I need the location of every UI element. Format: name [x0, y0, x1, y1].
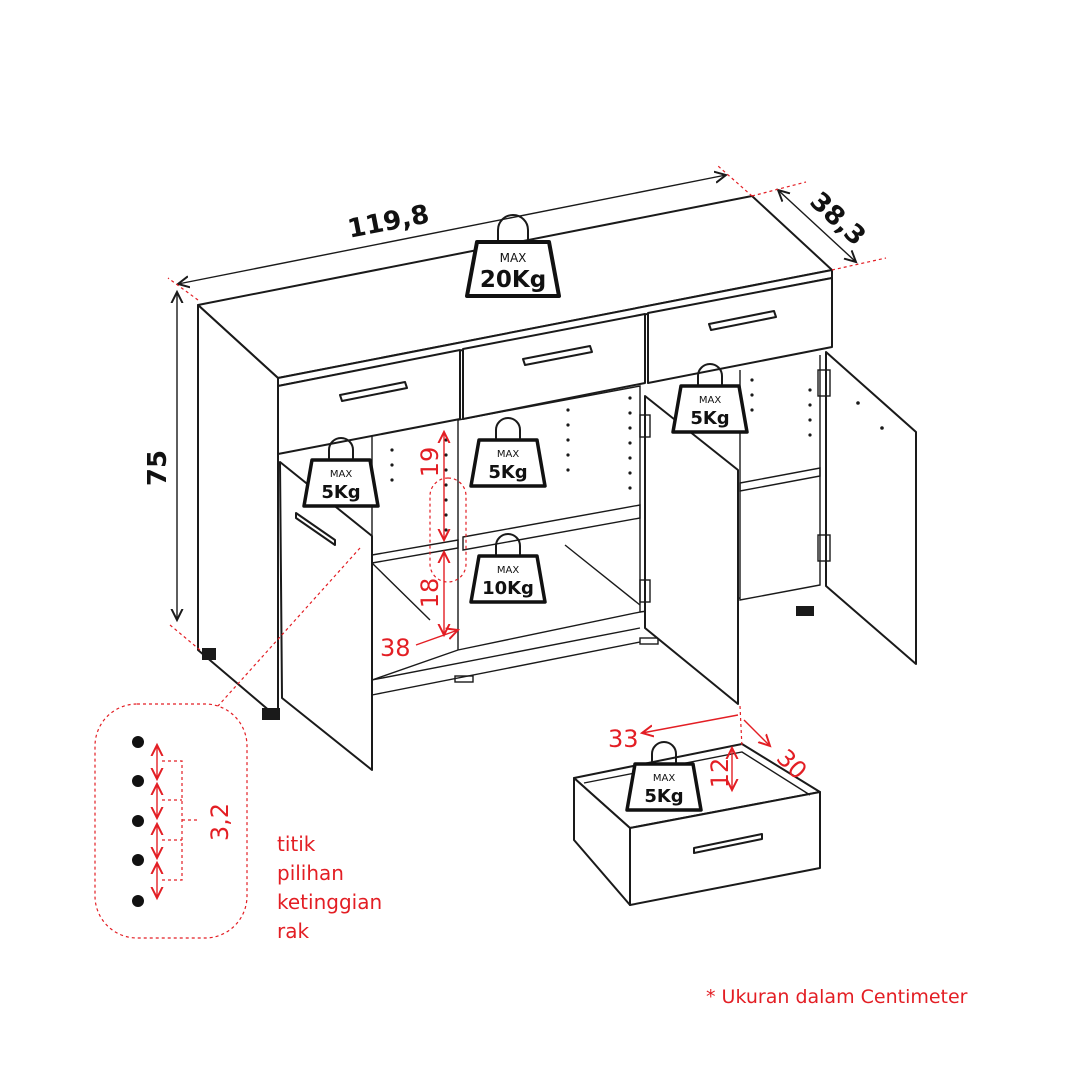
foot-back-left: [202, 648, 216, 660]
weight-drawer-value: 5Kg: [644, 786, 683, 807]
drawer-handle-left: [339, 381, 408, 402]
legend-line-2: pilihan: [277, 861, 344, 885]
weight-icon: [469, 554, 547, 604]
inner-depth-dimension: 38: [380, 630, 458, 662]
doors: [279, 351, 917, 771]
weight-top-value: 20Kg: [480, 267, 546, 293]
hole-spacing-ticks: [157, 745, 198, 898]
right-shelf: [739, 467, 821, 492]
hinge-4: [817, 534, 831, 562]
hinge-2: [639, 579, 651, 603]
drawer-row: [277, 277, 833, 455]
shelf-upper-gap-label: 19: [416, 447, 444, 478]
dimension-height: 75: [143, 292, 201, 651]
middle-shelf: [462, 504, 641, 551]
weight-icon: [302, 458, 380, 508]
units-footnote: * Ukuran dalam Centimeter: [706, 986, 968, 1008]
weight-top-max: MAX: [500, 251, 527, 265]
left-shelf: [371, 539, 459, 564]
hole-callout: 3,2: [94, 547, 361, 939]
door-left-handle: [295, 512, 336, 546]
weight-badge-drawer: MAX 5Kg: [625, 741, 703, 812]
shelf-holes-right: [750, 378, 812, 437]
door-middle: [644, 395, 739, 705]
weight-icon: [465, 240, 561, 298]
shelf-lower-gap-label: 18: [416, 578, 444, 609]
weight-badge-right: MAX 5Kg: [671, 363, 749, 434]
drawer-width-label: 33: [608, 725, 639, 753]
drawer-handle-right: [708, 310, 777, 331]
door-right-holes: [856, 401, 884, 430]
hole-zoom-ring: [429, 477, 467, 583]
inner-depth-label: 38: [380, 634, 411, 662]
weight-middle-upper-value: 5Kg: [488, 462, 527, 483]
weight-icon: [671, 384, 749, 434]
hinge-3: [817, 369, 831, 397]
weight-badge-top: MAX 20Kg: [465, 214, 561, 298]
foot-front-left: [262, 708, 280, 720]
weight-left-max: MAX: [330, 469, 352, 480]
drawer-height-label: 12: [706, 758, 734, 789]
weight-middle-lower-value: 10Kg: [482, 578, 534, 599]
weight-icon: [625, 762, 703, 812]
shelf-gap-dimensions: 19 18: [416, 432, 467, 635]
hole-dots: [132, 736, 144, 907]
drawer-front-middle: [462, 313, 646, 420]
door-left: [279, 461, 373, 771]
width-label: 119,8: [345, 200, 431, 245]
weight-middle-lower-max: MAX: [497, 565, 519, 576]
hole-callout-frame: [94, 703, 248, 939]
hinge-1: [639, 414, 651, 438]
legend-line-1: titik: [277, 832, 316, 856]
drawer-handle-middle: [522, 345, 593, 366]
weight-right-max: MAX: [699, 395, 721, 406]
legend-line-4: rak: [277, 919, 310, 943]
depth-label: 38,3: [804, 186, 871, 252]
drawer-front-right: [647, 277, 833, 384]
drawer-detail-handle: [693, 833, 763, 854]
weight-badge-left: MAX 5Kg: [302, 437, 380, 508]
weight-icon: [469, 438, 547, 488]
drawer-box-front: [629, 791, 821, 906]
weight-badge-middle-lower: MAX 10Kg: [469, 533, 547, 604]
legend-line-3: ketinggian: [277, 890, 383, 914]
height-label: 75: [143, 450, 173, 486]
weight-middle-upper-max: MAX: [497, 449, 519, 460]
weight-right-value: 5Kg: [690, 408, 729, 429]
drawer-dimensions: 33 30 12: [608, 705, 812, 790]
foot-front-right: [796, 606, 814, 616]
door-right: [825, 351, 917, 665]
hole-legend: titik pilihan ketinggian rak: [277, 830, 382, 946]
weight-left-value: 5Kg: [321, 482, 360, 503]
hole-spacing-label: 3,2: [206, 803, 234, 841]
weight-drawer-max: MAX: [653, 773, 675, 784]
weight-badge-middle-upper: MAX 5Kg: [469, 417, 547, 488]
